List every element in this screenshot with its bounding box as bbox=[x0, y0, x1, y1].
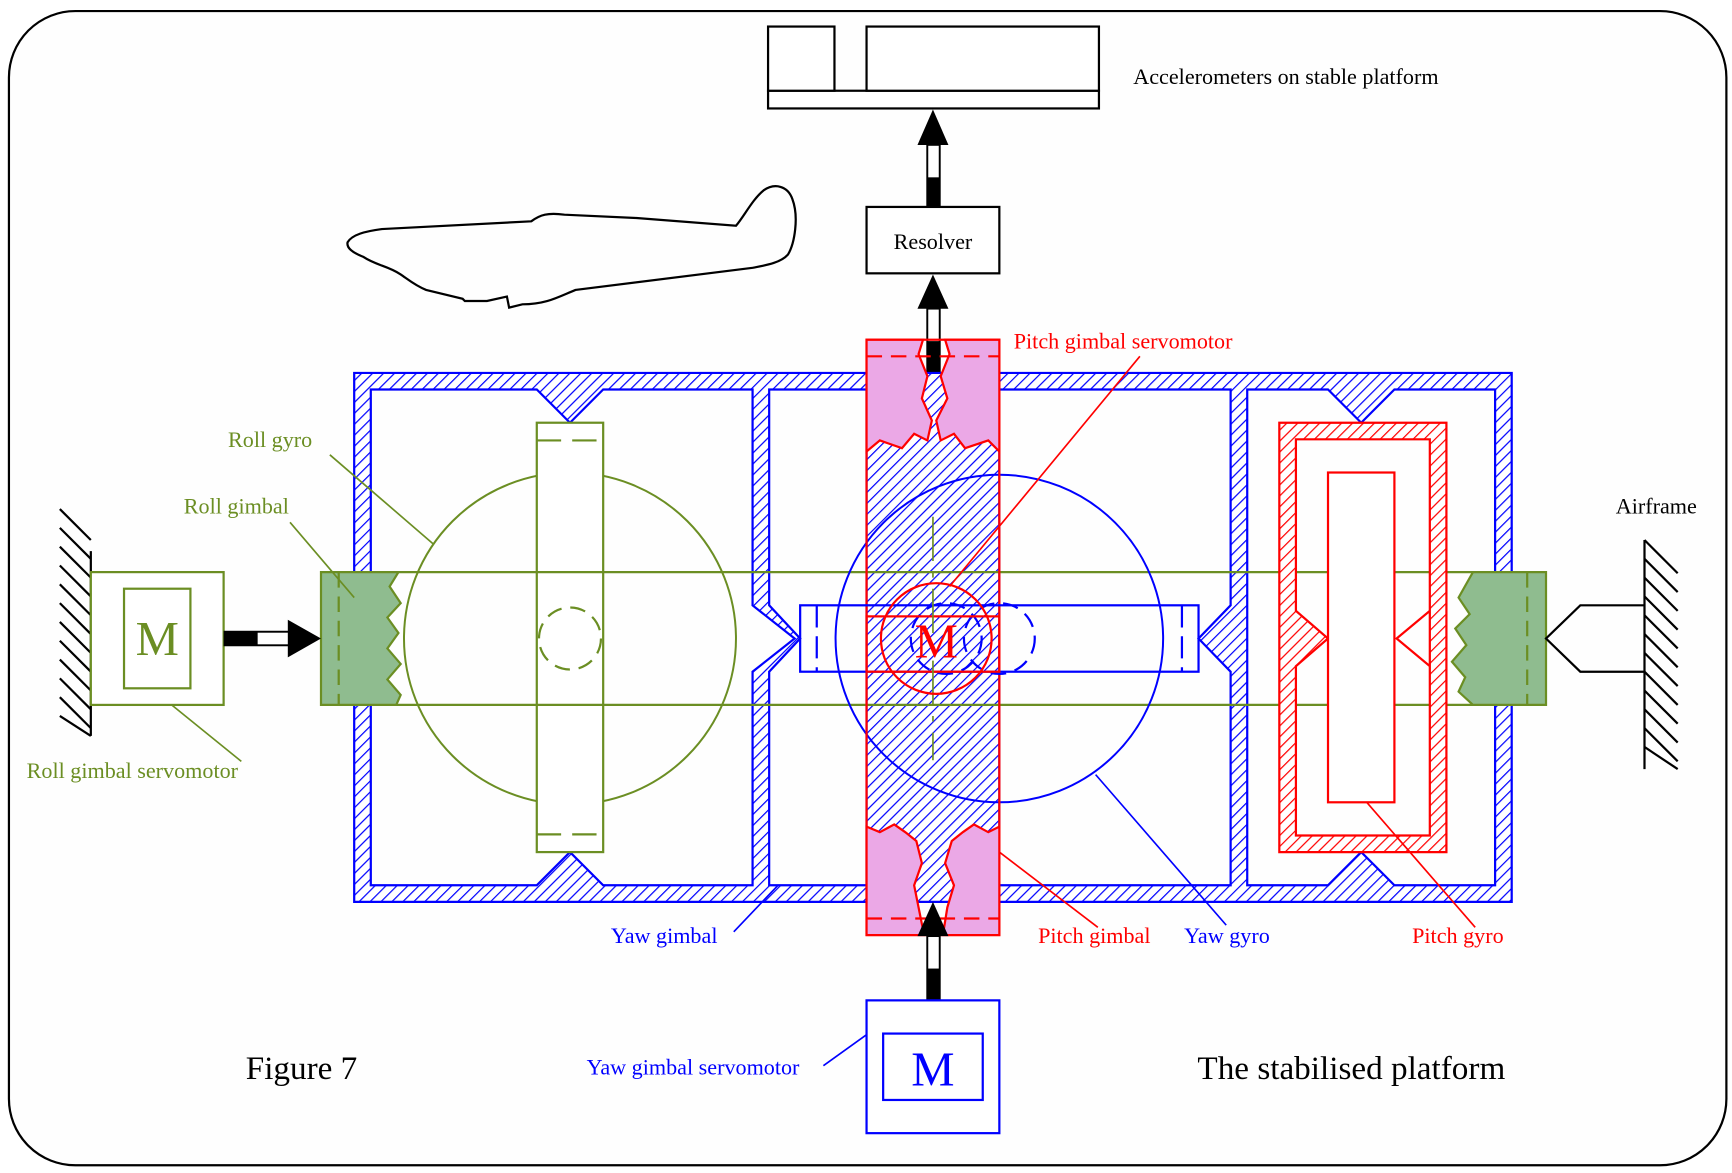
label-airframe: Airframe bbox=[1616, 493, 1697, 518]
label-roll-gimbal: Roll gimbal bbox=[184, 493, 289, 518]
arrow-resolver-to-accelerometers bbox=[917, 109, 949, 207]
roll-motor-inner bbox=[122, 587, 192, 690]
airframe-mount bbox=[1544, 604, 1645, 673]
pitch-gyro-housing bbox=[1278, 421, 1448, 854]
roll-motor-symbol: M bbox=[136, 612, 179, 666]
roll-gimbal-left-bearing bbox=[319, 571, 403, 707]
label-pitch-gimbal-servomotor: Pitch gimbal servomotor bbox=[1014, 329, 1233, 354]
label-yaw-gimbal-servomotor: Yaw gimbal servomotor bbox=[587, 1055, 800, 1080]
leader-lines bbox=[171, 355, 1476, 1067]
aircraft-silhouette-icon bbox=[346, 185, 797, 309]
figure-number: Figure 7 bbox=[246, 1050, 358, 1087]
figure-title: The stabilised platform bbox=[1197, 1050, 1505, 1087]
pitch-gimbal-top-bearing-right bbox=[935, 338, 1001, 455]
accelerometer-right bbox=[865, 25, 1101, 92]
pitch-gimbal-bottom-bearing-left bbox=[865, 823, 926, 937]
airframe-ground-hatch bbox=[1643, 539, 1679, 771]
pitch-gimbal-top-bearing-left bbox=[865, 338, 934, 454]
label-pitch-gimbal: Pitch gimbal bbox=[1038, 923, 1150, 948]
roll-gyro-spin-axis bbox=[537, 606, 603, 671]
accelerometers-label: Accelerometers on stable platform bbox=[1133, 64, 1438, 89]
yaw-gimbal-frame bbox=[353, 371, 1513, 903]
resolver-label: Resolver bbox=[894, 229, 973, 254]
pitch-motor-symbol: M bbox=[915, 614, 958, 668]
accelerometer-block bbox=[766, 25, 1101, 110]
arrow-pitch-gimbal-to-resolver bbox=[917, 274, 949, 375]
pitch-gimbal-bottom-bearing-right bbox=[941, 823, 1001, 937]
resolver-box bbox=[865, 205, 1001, 275]
label-yaw-gimbal: Yaw gimbal bbox=[611, 923, 718, 948]
pitch-motor-circle bbox=[879, 582, 993, 695]
label-roll-gyro: Roll gyro bbox=[228, 427, 312, 452]
accelerometer-left bbox=[766, 25, 836, 92]
yaw-motor-inner bbox=[882, 1032, 984, 1102]
pitch-gyro-rotor bbox=[1326, 471, 1396, 804]
label-roll-gimbal-servomotor: Roll gimbal servomotor bbox=[27, 758, 239, 783]
arrow-roll-motor-to-gimbal bbox=[223, 619, 321, 658]
pitch-gimbal bbox=[865, 338, 1001, 937]
yaw-motor-symbol: M bbox=[911, 1043, 954, 1097]
roll-gyro-frame bbox=[535, 421, 605, 854]
accelerometer-base-strip bbox=[766, 89, 1101, 110]
label-yaw-gyro: Yaw gyro bbox=[1184, 923, 1270, 948]
roll-gimbal-right-bearing bbox=[1450, 571, 1548, 707]
label-pitch-gyro: Pitch gyro bbox=[1412, 923, 1504, 948]
arrow-yaw-motor-to-pitch-gimbal bbox=[917, 901, 949, 1001]
